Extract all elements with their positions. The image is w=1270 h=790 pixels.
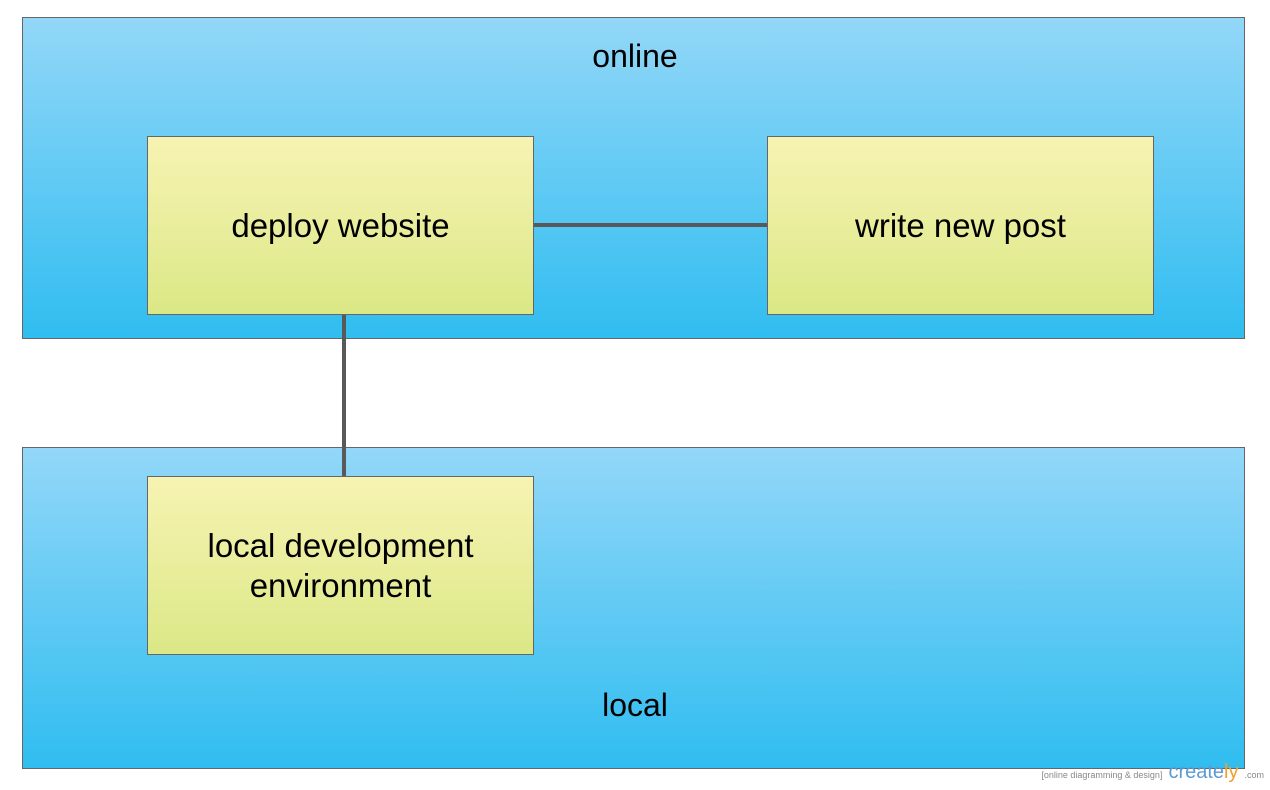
node-deploy-website[interactable]: deploy website	[147, 136, 534, 315]
zone-local-label: local	[602, 687, 668, 723]
zone-online-label: online	[592, 38, 678, 74]
watermark-domain: .com	[1244, 770, 1264, 780]
connector-deploy-to-write[interactable]	[534, 223, 767, 227]
watermark-tagline: [online diagramming & design]	[1041, 770, 1163, 780]
creately-logo: creately	[1168, 761, 1239, 783]
creately-watermark: [online diagramming & design] creately .…	[1041, 761, 1264, 784]
node-write-new-post[interactable]: write new post	[767, 136, 1154, 315]
node-local-development-environment[interactable]: local development environment	[147, 476, 534, 655]
connector-deploy-to-local[interactable]	[342, 315, 346, 476]
